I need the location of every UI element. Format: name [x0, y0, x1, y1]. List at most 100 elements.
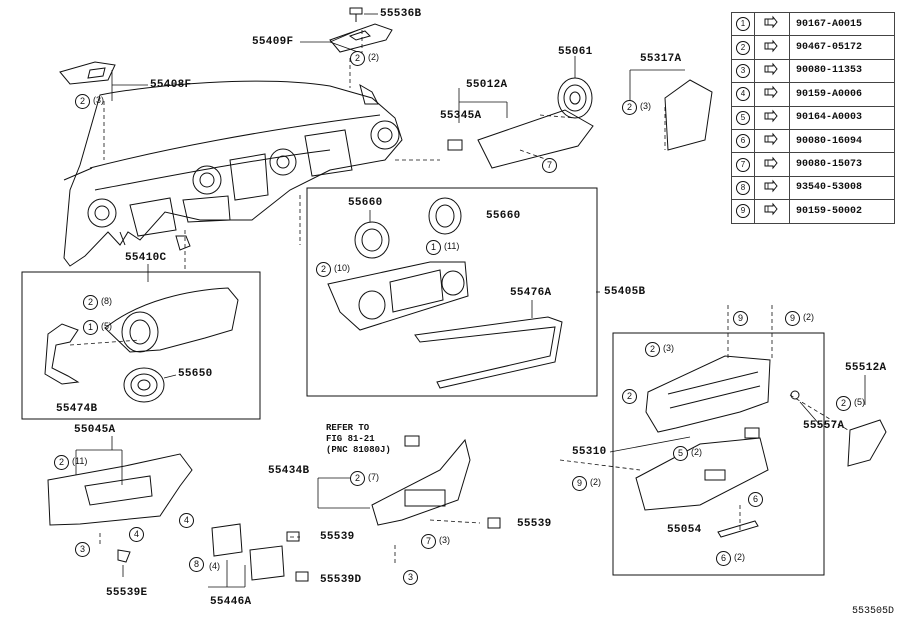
- callout-number: 5: [673, 446, 688, 461]
- callout-number: 9: [733, 311, 748, 326]
- part-label: 55408F: [150, 79, 192, 91]
- trim-55476A: [414, 316, 563, 389]
- legend-row: 6 90080-16094: [731, 128, 895, 154]
- group-frame-55405B: [306, 187, 598, 397]
- part-label: 55317A: [640, 53, 682, 65]
- part-55345A: [447, 139, 463, 151]
- callout-qty: (10): [334, 263, 351, 273]
- cover-55409F: [329, 23, 393, 53]
- callout-number: 3: [403, 570, 418, 585]
- callout-number: 2: [622, 389, 637, 404]
- legend-number: 4: [736, 87, 750, 102]
- callout-qty: (5): [101, 321, 112, 331]
- cluster-55410C: [104, 287, 239, 353]
- callout-qty: (5): [854, 397, 865, 407]
- legend-num-cell: 6: [731, 128, 755, 154]
- callout-number: 2: [350, 51, 365, 66]
- legend-number: 5: [736, 110, 750, 125]
- legend-number: 1: [736, 17, 750, 32]
- diagram-id: 553505D: [851, 606, 894, 617]
- callout-number: 2: [645, 342, 660, 357]
- callout-qty: (2): [590, 477, 601, 487]
- part-label: 55409F: [252, 36, 294, 48]
- callout-qty: (11): [72, 456, 88, 466]
- legend-row: 1 90167-A0015: [731, 11, 895, 37]
- callout-qty: (2): [803, 312, 814, 322]
- refer-note: REFER TO FIG 81-21 (PNC 81080J): [326, 423, 391, 455]
- part-label: 55660: [486, 210, 521, 222]
- fastener-part-number: 90164-A0003: [789, 105, 895, 130]
- callout-qty: (3): [663, 343, 674, 353]
- legend-row: 2 90467-05172: [731, 35, 895, 60]
- legend-num-cell: 2: [731, 35, 755, 60]
- legend-number: 3: [736, 63, 750, 78]
- fastener-part-number: 90467-05172: [789, 35, 895, 60]
- legend-num-cell: 9: [731, 199, 755, 224]
- callout-qty: (4): [209, 561, 220, 571]
- part-label: 55446A: [210, 596, 252, 608]
- fastener-icon: [754, 105, 790, 130]
- latch: [744, 427, 760, 439]
- part-label: 55410C: [125, 252, 167, 264]
- callout-number: 4: [129, 527, 144, 542]
- part-55539D: [295, 571, 309, 582]
- fastener-icon: [754, 82, 790, 107]
- part-label: 55045A: [74, 424, 116, 436]
- callout-number: 8: [189, 557, 204, 572]
- part-label: 55539: [517, 518, 552, 530]
- callout-number: 9: [572, 476, 587, 491]
- lower-panel-55434B: [371, 438, 471, 526]
- panel-55012A: [477, 109, 594, 169]
- part-label: 55345A: [440, 110, 482, 122]
- panel-55317A: [664, 79, 713, 151]
- fastener-part-number: 90167-A0015: [789, 11, 895, 37]
- vent-55650: [123, 367, 165, 403]
- instrument-panel-outline: [63, 80, 403, 267]
- fastener-part-number: 90080-16094: [789, 128, 895, 154]
- vent-55061: [557, 77, 593, 119]
- callout-number: 1: [83, 320, 98, 335]
- bezel-55405B: [327, 261, 469, 331]
- callout-number: 9: [785, 311, 800, 326]
- part-label: 55539D: [320, 574, 362, 586]
- callout-qty: (2): [368, 52, 379, 62]
- callout-number: 2: [316, 262, 331, 277]
- callout-qty: (2): [691, 447, 702, 457]
- legend-row: 5 90164-A0003: [731, 105, 895, 130]
- callout-number: 2: [622, 100, 637, 115]
- part-label: 55061: [558, 46, 593, 58]
- legend-row: 9 90159-50002: [731, 199, 895, 224]
- bracket-55446A: [211, 523, 243, 557]
- fastener-part-number: 90159-50002: [789, 199, 895, 224]
- part-label: 55650: [178, 368, 213, 380]
- callout-number: 2: [83, 295, 98, 310]
- callout-qty: (11): [444, 241, 460, 251]
- part-label: 55536B: [380, 8, 422, 20]
- fastener-icon: [754, 175, 790, 201]
- fastener-part-number: 90080-15073: [789, 152, 895, 177]
- callout-number: 7: [542, 158, 557, 173]
- fastener-icon: [754, 11, 790, 37]
- part-label: 55539E: [106, 587, 148, 599]
- callout-number: 2: [350, 471, 365, 486]
- callout-qty: (8): [101, 296, 112, 306]
- fastener-icon: [754, 128, 790, 154]
- vent-55660-left: [354, 221, 390, 259]
- callout-number: 6: [748, 492, 763, 507]
- part-55539E: [117, 549, 131, 563]
- bracket-55446A-b: [249, 545, 285, 581]
- callout-number: 4: [179, 513, 194, 528]
- callout-qty: (2): [734, 552, 745, 562]
- part-55539-right: [487, 517, 501, 529]
- fastener-icon: [754, 35, 790, 60]
- legend-number: 7: [736, 157, 750, 172]
- panel-55512A: [847, 419, 887, 467]
- part-55539-mid: [286, 531, 300, 542]
- trim-55474B: [44, 323, 80, 385]
- fastener-icon: [754, 199, 790, 224]
